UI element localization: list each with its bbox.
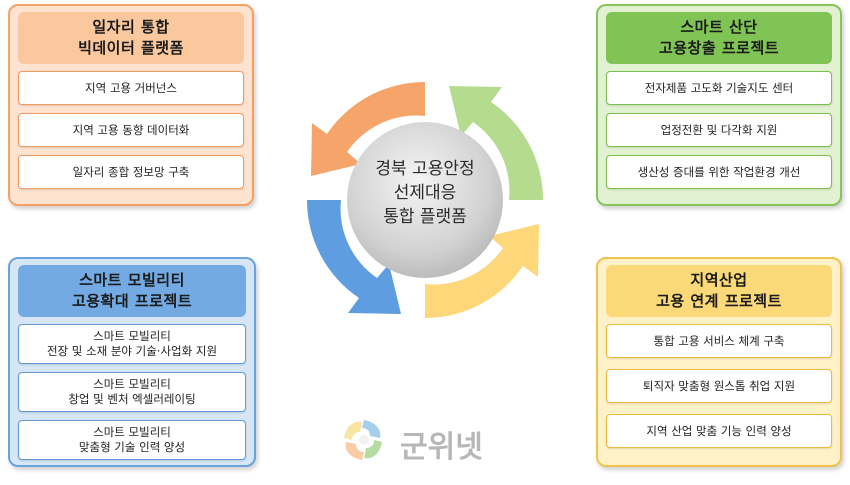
- panel-title-line1: 지역산업: [690, 271, 748, 289]
- panel-smart-mobility: 스마트 모빌리티 고용확대 프로젝트 스마트 모빌리티 전장 및 소재 분야 기…: [8, 257, 256, 467]
- panel-header: 일자리 통합 빅데이터 플랫폼: [18, 12, 244, 64]
- list-item: 통합 고용 서비스 체계 구축: [606, 324, 832, 358]
- list-item: 일자리 종합 정보망 구축: [18, 155, 244, 189]
- panel-job-bigdata-platform: 일자리 통합 빅데이터 플랫폼 지역 고용 거버넌스 지역 고용 동향 데이터화…: [8, 4, 254, 206]
- item-label: 전자제품 고도화 기술지도 센터: [644, 80, 794, 95]
- item-label-line2: 전장 및 소재 분야 기술·사업화 지원: [46, 344, 218, 358]
- item-label: 퇴직자 맞춤형 원스톱 취업 지원: [642, 378, 796, 393]
- item-label: 지역 고용 거버넌스: [85, 80, 177, 95]
- item-label: 업정전환 및 다각화 지원: [660, 122, 778, 137]
- panel-title-line2: 빅데이터 플랫폼: [78, 39, 184, 57]
- panel-regional-industry: 지역산업 고용 연계 프로젝트 통합 고용 서비스 체계 구축 퇴직자 맞춤형 …: [596, 257, 842, 467]
- list-item: 생산성 증대를 위한 작업환경 개선: [606, 155, 832, 189]
- panel-title-line1: 스마트 모빌리티: [79, 271, 185, 289]
- watermark: 군위넷: [336, 412, 526, 468]
- center-circle: [347, 122, 503, 278]
- list-item: 지역 산업 맞춤 기능 인력 양성: [606, 414, 832, 448]
- panel-title-line2: 고용확대 프로젝트: [71, 292, 193, 310]
- panel-header: 스마트 모빌리티 고용확대 프로젝트: [18, 265, 246, 317]
- panel-title-line2: 고용창출 프로젝트: [658, 39, 780, 57]
- item-label-line2: 맞춤형 기술 인력 양성: [78, 440, 186, 454]
- list-item: 지역 고용 동향 데이터화: [18, 113, 244, 147]
- panel-smart-industrial-complex: 스마트 산단 고용창출 프로젝트 전자제품 고도화 기술지도 센터 업정전환 및…: [596, 4, 842, 206]
- item-label-line1: 스마트 모빌리티: [93, 329, 171, 343]
- item-label: 지역 산업 맞춤 기능 인력 양성: [646, 423, 792, 438]
- green-arrow-icon: [449, 86, 544, 200]
- panel-header: 스마트 산단 고용창출 프로젝트: [606, 12, 832, 64]
- list-item: 스마트 모빌리티 창업 및 벤처 엑셀러레이팅: [18, 372, 246, 412]
- panel-title-line1: 스마트 산단: [680, 18, 758, 36]
- panel-title-line2: 고용 연계 프로젝트: [656, 292, 782, 310]
- orange-arrow-icon: [311, 81, 425, 176]
- center-title: 경북 고용안정 선제대응 통합 플랫폼: [320, 157, 530, 229]
- list-item: 지역 고용 거버넌스: [18, 71, 244, 105]
- list-item: 스마트 모빌리티 맞춤형 기술 인력 양성: [18, 420, 246, 460]
- center-title-line3: 통합 플랫폼: [383, 207, 467, 227]
- list-item: 전자제품 고도화 기술지도 센터: [606, 71, 832, 105]
- panel-title-line1: 일자리 통합: [92, 18, 170, 36]
- list-item: 업정전환 및 다각화 지원: [606, 113, 832, 147]
- watermark-logo-icon: [344, 420, 382, 460]
- watermark-text: 군위넷: [400, 430, 483, 465]
- item-label: 일자리 종합 정보망 구축: [72, 164, 190, 179]
- blue-arrow-icon: [306, 200, 401, 314]
- center-title-line1: 경북 고용안정: [375, 159, 475, 179]
- panel-header: 지역산업 고용 연계 프로젝트: [606, 265, 832, 317]
- cycle-arrows-diagram: [306, 81, 544, 319]
- item-label-line1: 스마트 모빌리티: [93, 425, 171, 439]
- item-label: 지역 고용 동향 데이터화: [72, 122, 190, 137]
- list-item: 스마트 모빌리티 전장 및 소재 분야 기술·사업화 지원: [18, 324, 246, 364]
- center-title-line2: 선제대응: [393, 183, 457, 203]
- yellow-arrow-icon: [425, 224, 539, 319]
- list-item: 퇴직자 맞춤형 원스톱 취업 지원: [606, 369, 832, 403]
- item-label: 생산성 증대를 위한 작업환경 개선: [637, 164, 801, 179]
- item-label: 통합 고용 서비스 체계 구축: [653, 333, 785, 348]
- item-label-line2: 창업 및 벤처 엑셀러레이팅: [68, 392, 196, 406]
- item-label-line1: 스마트 모빌리티: [93, 377, 171, 391]
